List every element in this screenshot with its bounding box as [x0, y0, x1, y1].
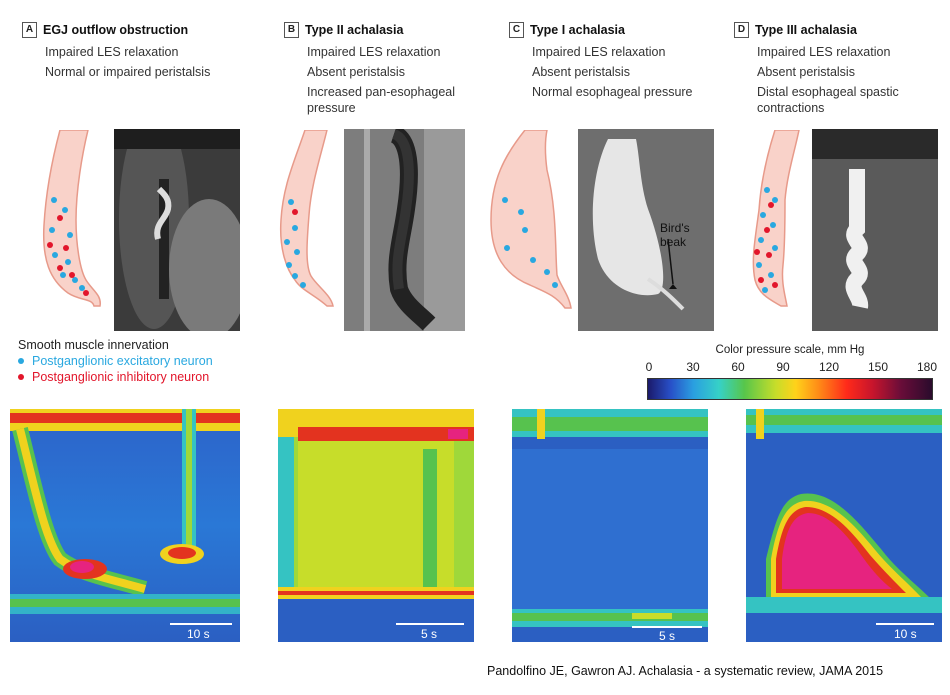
- esophagus-illustration-a: [42, 130, 101, 307]
- panel-c-line-1: Impaired LES relaxation: [532, 45, 666, 59]
- panel-a-letter: A: [22, 22, 37, 38]
- panel-c-title: Type I achalasia: [530, 23, 625, 37]
- panel-c-line-2: Absent peristalsis: [532, 65, 630, 79]
- esophagus-illustration-c: [490, 130, 572, 309]
- hrm-b-scalebar-label: 5 s: [421, 627, 438, 641]
- inhibitory-dot-icon: [18, 374, 24, 380]
- scale-tick: 90: [776, 360, 790, 374]
- panel-c-header: C Type I achalasia Impaired LES relaxati…: [509, 20, 729, 100]
- panel-b-header: B Type II achalasia Impaired LES relaxat…: [284, 20, 504, 116]
- legend-item-excitatory: Postganglionic excitatory neuron: [18, 354, 213, 368]
- hrm-plot-b-graphic: [278, 409, 474, 642]
- esophagus-illustration-b: [279, 130, 334, 307]
- hrm-a-scalebar-label: 10 s: [187, 627, 210, 641]
- color-pressure-scale: Color pressure scale, mm Hg 0 30 60 90 1…: [645, 344, 938, 400]
- panel-a-line-2: Normal or impaired peristalsis: [45, 65, 211, 79]
- legend-item-inhibitory: Postganglionic inhibitory neuron: [18, 370, 213, 384]
- xray-image-a-graphic: [114, 129, 240, 331]
- excitatory-dot-icon: [18, 358, 24, 364]
- hrm-plot-b: 5 s: [278, 409, 474, 642]
- panel-c-letter: C: [509, 22, 524, 38]
- xray-image-d: [812, 129, 938, 331]
- xray-image-d-graphic: [812, 129, 938, 331]
- panel-b-line-3: Increased pan-esophageal pressure: [307, 85, 456, 115]
- hrm-plot-c: 5 s: [512, 409, 708, 642]
- scale-title: Color pressure scale, mm Hg: [715, 344, 865, 356]
- panel-b-line-2: Absent peristalsis: [307, 65, 405, 79]
- panel-b-title: Type II achalasia: [305, 23, 404, 37]
- legend-label-inhibitory: Postganglionic inhibitory neuron: [32, 370, 210, 384]
- panel-d-header: D Type III achalasia Impaired LES relaxa…: [734, 20, 950, 116]
- scale-tick: 30: [686, 360, 700, 374]
- hrm-plot-d-graphic: [746, 409, 942, 642]
- hrm-plot-a-graphic: [10, 409, 240, 642]
- panel-d-line-3: Distal esophageal spastic contractions: [757, 85, 899, 115]
- scale-tick: 0: [645, 360, 653, 374]
- hrm-plot-c-graphic: [512, 409, 708, 642]
- citation: Pandolfino JE, Gawron AJ. Achalasia - a …: [487, 664, 884, 678]
- xray-image-a: [114, 129, 240, 331]
- legend-title: Smooth muscle innervation: [18, 338, 169, 352]
- panel-b-line-1: Impaired LES relaxation: [307, 45, 441, 59]
- panel-d-letter: D: [734, 22, 749, 38]
- panel-d-title: Type III achalasia: [755, 23, 857, 37]
- legend-label-excitatory: Postganglionic excitatory neuron: [32, 354, 213, 368]
- xray-image-b-graphic: [344, 129, 465, 331]
- esophagus-illustration-d: [752, 130, 800, 307]
- innervation-legend: Smooth muscle innervation Postganglionic…: [18, 338, 213, 384]
- scale-gradient-bar: [647, 378, 933, 400]
- panel-d-line-2: Absent peristalsis: [757, 65, 855, 79]
- panel-a-header: A EGJ outflow obstruction Impaired LES r…: [22, 20, 242, 80]
- birds-beak-annotation: Bird's beak: [660, 221, 690, 249]
- hrm-plot-d: 10 s: [746, 409, 942, 642]
- scale-tick: 180: [916, 360, 938, 374]
- xray-image-c-graphic: [578, 129, 714, 331]
- scale-ticks: 0 30 60 90 120 150 180: [645, 360, 938, 378]
- hrm-c-scalebar-label: 5 s: [659, 629, 676, 642]
- xray-image-c: Bird's beak: [578, 129, 714, 331]
- panel-c-line-3: Normal esophageal pressure: [532, 85, 693, 99]
- scale-tick: 150: [867, 360, 889, 374]
- hrm-plot-a: 10 s: [10, 409, 240, 642]
- scale-tick: 60: [731, 360, 745, 374]
- hrm-d-scalebar-label: 10 s: [894, 627, 917, 641]
- scale-tick: 120: [818, 360, 840, 374]
- xray-image-b: [344, 129, 465, 331]
- panel-a-title: EGJ outflow obstruction: [43, 23, 189, 37]
- panel-d-line-1: Impaired LES relaxation: [757, 45, 891, 59]
- panel-a-line-1: Impaired LES relaxation: [45, 45, 179, 59]
- panel-b-letter: B: [284, 22, 299, 38]
